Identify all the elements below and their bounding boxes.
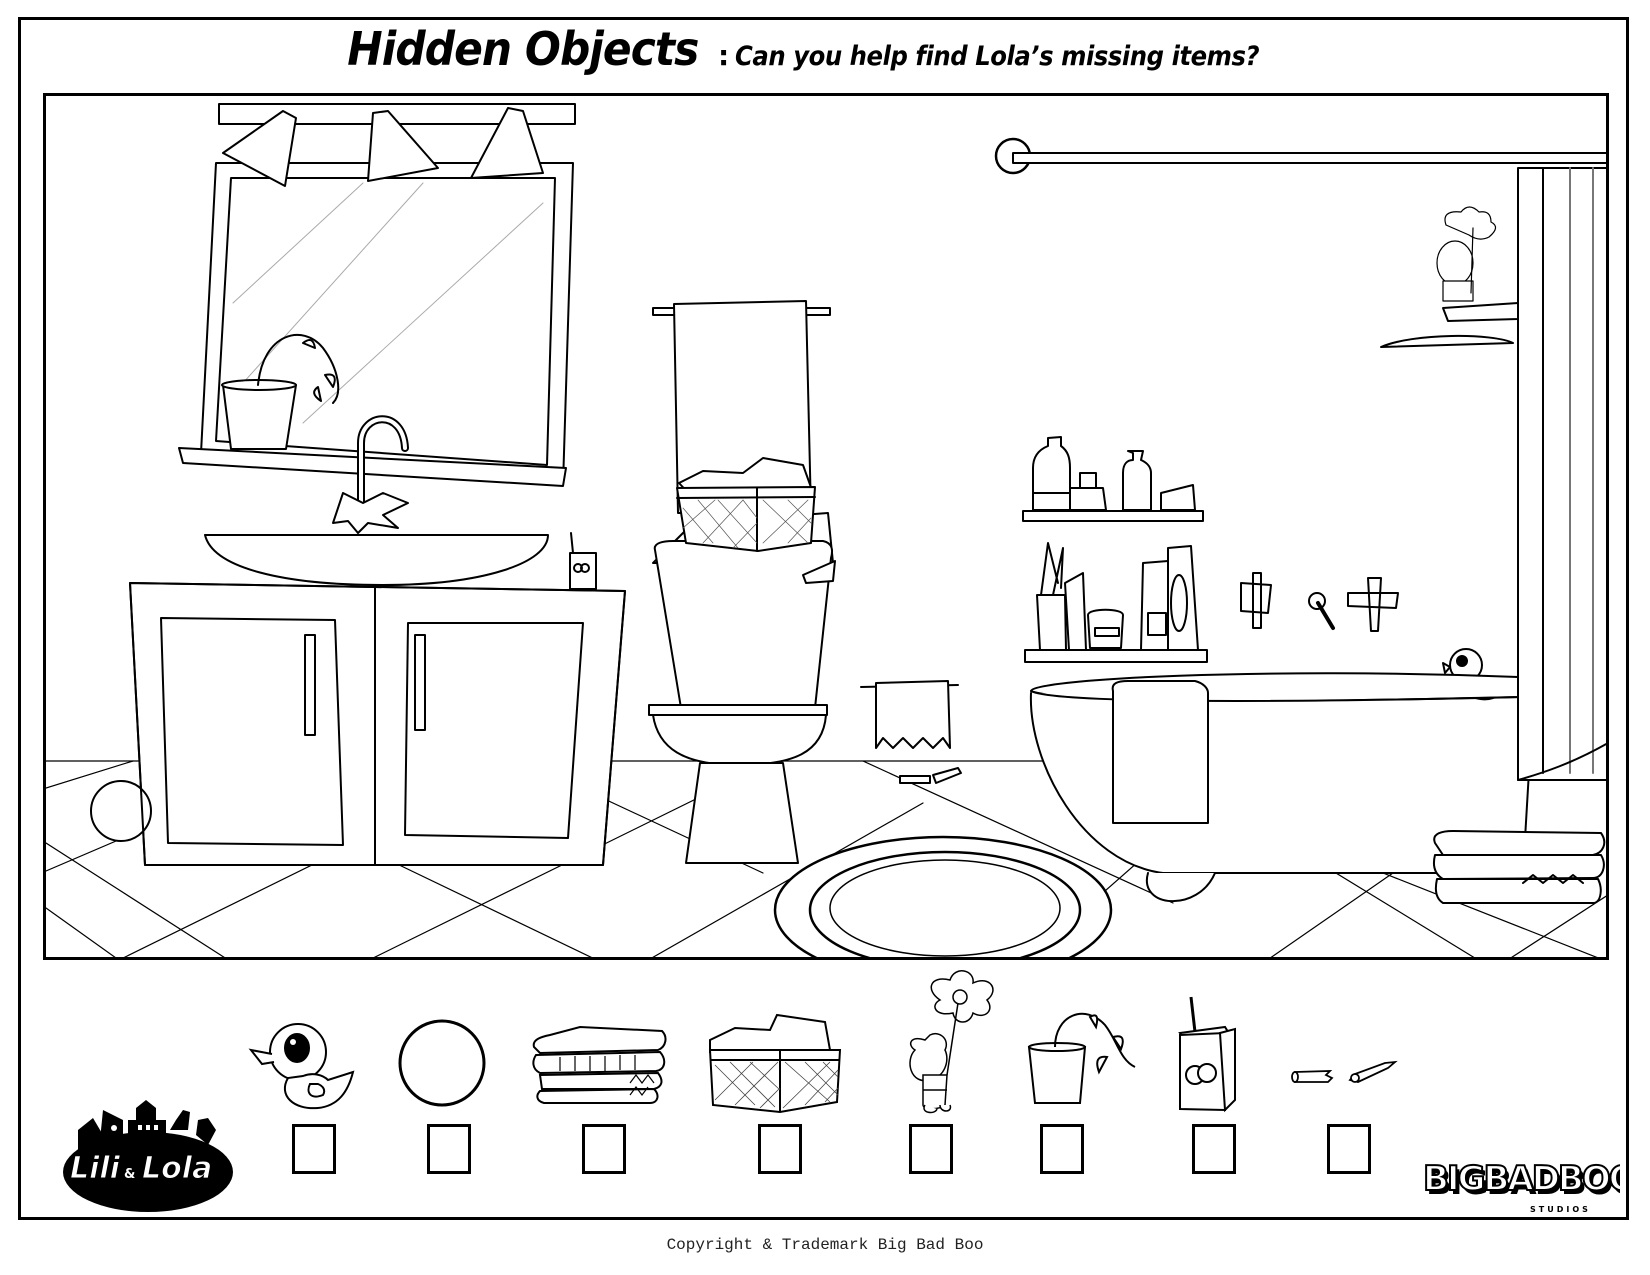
duck-icon — [248, 1023, 355, 1110]
checkbox-gnome[interactable] — [909, 1124, 953, 1174]
bath-rug — [773, 835, 1113, 957]
checkbox-duck[interactable] — [292, 1124, 336, 1174]
logo-bbb-text: BIGBADBOO — [1423, 1159, 1620, 1199]
bathtub — [1029, 672, 1534, 903]
gnome-icon — [909, 970, 994, 1114]
ball-hidden — [90, 780, 152, 842]
logo-lili-text: Lili — [70, 1151, 121, 1186]
basket-icon — [708, 1013, 842, 1114]
juice-box-icon — [1178, 996, 1236, 1113]
logo-amp-text: & — [124, 1167, 135, 1182]
checkbox-basket[interactable] — [758, 1124, 802, 1174]
copyright-text: Copyright & Trademark Big Bad Boo — [666, 1236, 984, 1254]
shower-head — [1380, 302, 1519, 348]
pencil-hidden — [899, 767, 962, 784]
bath-taps — [1240, 572, 1399, 632]
toilet — [648, 512, 836, 864]
page-frame — [18, 17, 1629, 1220]
logo-bbb-shadow: BIGBADBOO — [1426, 1163, 1620, 1203]
sink-cabinet — [129, 582, 626, 866]
mirror — [178, 103, 576, 487]
pencil-icon — [1291, 1060, 1398, 1083]
ball-icon — [398, 1019, 486, 1107]
sink-basin — [204, 534, 549, 586]
lili-and-lola-logo: Lili & Lola — [58, 1090, 238, 1215]
gnome-hidden — [1436, 206, 1497, 302]
page-title: Hidden Objects — [347, 22, 700, 76]
toilet-paper-holder — [860, 680, 959, 749]
plant-icon — [1027, 1013, 1136, 1104]
page-subtitle: Can you help find Lola’s missing items? — [735, 41, 1260, 72]
checkbox-ball[interactable] — [427, 1124, 471, 1174]
shower-curtain — [994, 137, 1606, 781]
basket-hidden — [676, 457, 816, 552]
logo-lola-text: Lola — [142, 1151, 212, 1186]
wall-shelf-bottom — [1024, 542, 1208, 663]
bathroom-scene[interactable] — [43, 93, 1609, 960]
faucet — [332, 415, 409, 534]
logo-bbb-sub: STUDIOS — [1530, 1205, 1591, 1214]
checkbox-juice-box[interactable] — [1192, 1124, 1236, 1174]
big-bad-boo-logo: BIGBADBOO BIGBADBOO STUDIOS — [1420, 1152, 1642, 1222]
title-separator: : — [718, 39, 730, 72]
title-bar: Hidden Objects:Can you help find Lola’s … — [0, 22, 1650, 76]
towels-icon — [532, 1025, 667, 1104]
checkbox-towels[interactable] — [582, 1124, 626, 1174]
checkbox-pencil[interactable] — [1327, 1124, 1371, 1174]
towels-hidden — [1433, 830, 1606, 904]
wall-shelf-top — [1022, 436, 1204, 522]
checkbox-plant[interactable] — [1040, 1124, 1084, 1174]
juice-box-hidden — [569, 532, 597, 590]
